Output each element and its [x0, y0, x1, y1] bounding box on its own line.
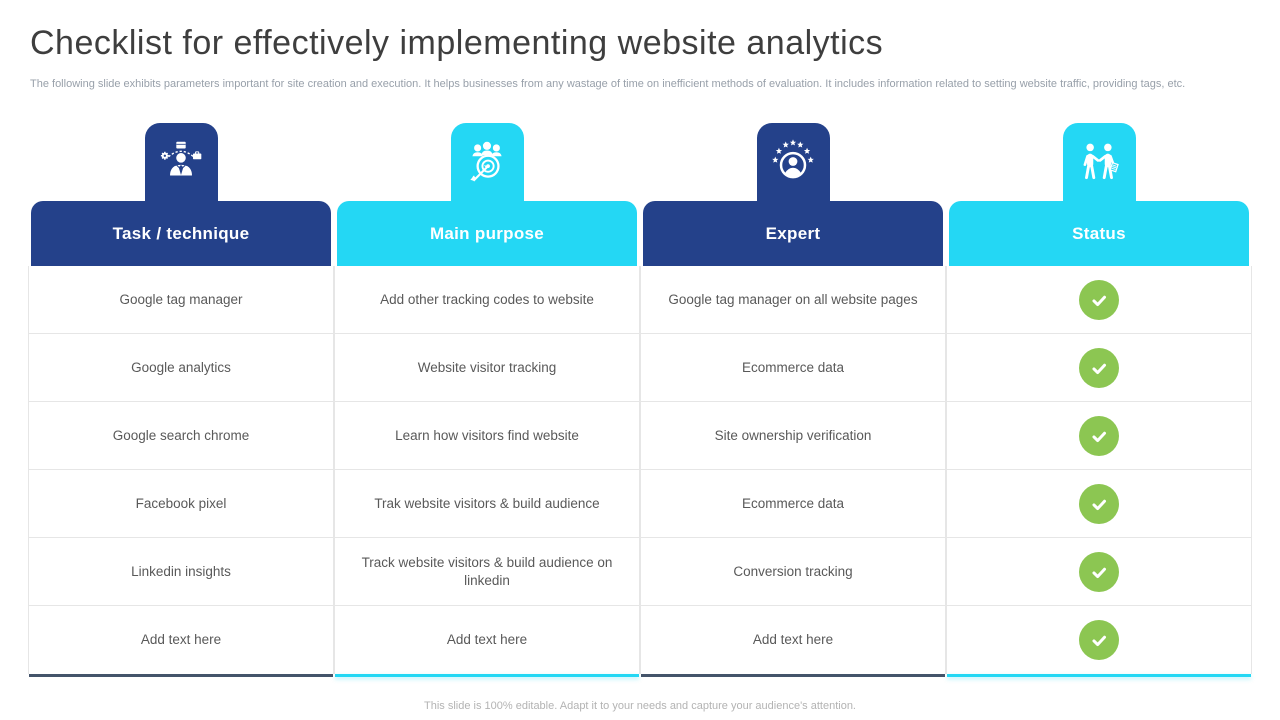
task-cell: Linkedin insights [29, 538, 333, 606]
expert-cell: Ecommerce data [641, 470, 945, 538]
column-expert: Expert Google tag manager on all website… [640, 123, 946, 677]
task-cell-placeholder[interactable]: Add text here [140, 632, 222, 647]
expert-cell: Google tag manager on all website pages [641, 266, 945, 334]
expert-cell: Site ownership verification [641, 402, 945, 470]
column-bottom-bar [29, 674, 333, 677]
expert-column-body: Google tag manager on all website pages … [640, 266, 946, 674]
page-title: Checklist for effectively implementing w… [30, 24, 884, 62]
status-cell [947, 538, 1251, 606]
task-column-body: Google tag manager Google analytics Goog… [28, 266, 334, 674]
header-task-technique: Task / technique [31, 201, 331, 266]
check-icon [1079, 347, 1119, 388]
status-column-body [946, 266, 1252, 674]
businessman-options-icon [144, 123, 218, 201]
column-bottom-bar [641, 674, 945, 677]
header-main-purpose: Main purpose [337, 201, 637, 266]
check-icon [1079, 415, 1119, 456]
expert-cell: Conversion tracking [641, 538, 945, 606]
header-expert: Expert [643, 201, 943, 266]
expert-stars-icon [756, 123, 830, 201]
expert-cell: Ecommerce data [641, 334, 945, 402]
purpose-column-body: Add other tracking codes to website Webs… [334, 266, 640, 674]
column-status: Status [946, 123, 1252, 677]
purpose-cell: Trak website visitors & build audience [335, 470, 639, 538]
check-icon [1079, 551, 1119, 592]
status-cell [947, 266, 1251, 334]
expert-cell-placeholder[interactable]: Add text here [752, 632, 834, 647]
status-cell [947, 402, 1251, 470]
editable-note: This slide is 100% editable. Adapt it to… [424, 700, 856, 712]
header-status: Status [949, 201, 1249, 266]
purpose-cell: Add other tracking codes to website [335, 266, 639, 334]
column-task-technique: Task / technique Google tag manager Goog… [28, 123, 334, 677]
status-cell [947, 606, 1251, 674]
purpose-cell: Website visitor tracking [335, 334, 639, 402]
purpose-cell-placeholder[interactable]: Add text here [446, 632, 528, 647]
slide-description: The following slide exhibits parameters … [30, 78, 1186, 90]
purpose-cell: Learn how visitors find website [335, 402, 639, 470]
column-bottom-bar [947, 674, 1251, 677]
checklist-table: Task / technique Google tag manager Goog… [28, 123, 1252, 677]
task-cell: Google search chrome [29, 402, 333, 470]
handshake-people-icon [1062, 123, 1136, 201]
column-main-purpose: Main purpose Add other tracking codes to… [334, 123, 640, 677]
task-cell: Google tag manager [29, 266, 333, 334]
check-icon [1079, 279, 1119, 320]
status-cell [947, 470, 1251, 538]
status-cell [947, 334, 1251, 402]
audience-target-icon [450, 123, 524, 201]
column-bottom-bar [335, 674, 639, 677]
check-icon [1079, 483, 1119, 524]
task-cell: Google analytics [29, 334, 333, 402]
task-cell: Facebook pixel [29, 470, 333, 538]
purpose-cell: Track website visitors & build audience … [335, 538, 639, 606]
check-icon [1079, 620, 1119, 660]
